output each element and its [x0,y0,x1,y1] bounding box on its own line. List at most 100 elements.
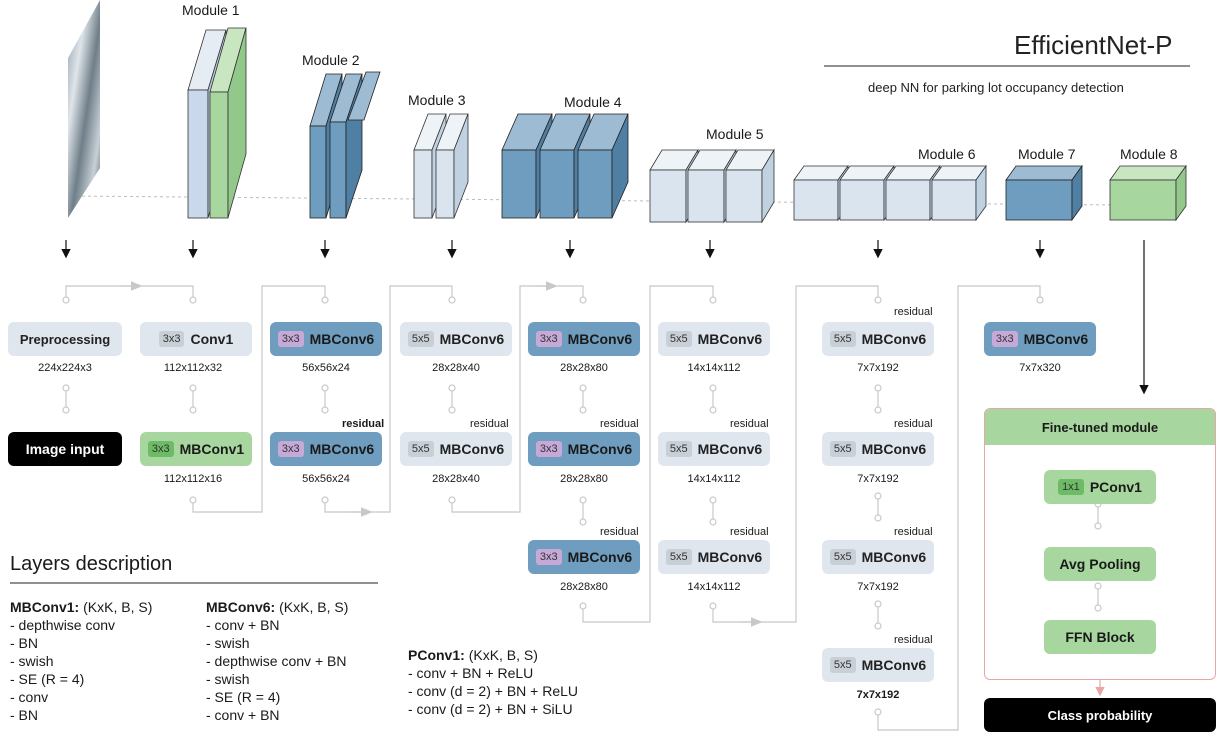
m5b-residual: residual [730,418,769,430]
kernel-badge: 3x3 [277,441,304,457]
image-input-block: Image input [8,432,122,466]
mbconv6-desc-name: MBConv6: [206,599,276,615]
m6a-residual: residual [894,306,933,318]
kernel-badge: 3x3 [535,549,562,565]
m6c-label: MBConv6 [861,549,927,565]
m5a-dim: 14x14x112 [687,362,741,374]
kernel-badge: 5x5 [665,441,692,457]
module-label-4: Module 4 [564,94,622,110]
m6d-label: MBConv6 [861,657,927,673]
m6c-block: 5x5 MBConv6 [822,540,934,574]
m5c-label: MBConv6 [697,549,763,565]
class-probability-block: Class probability [984,698,1216,732]
m2a-dim: 56x56x24 [302,362,350,374]
m4c-residual: residual [600,526,639,538]
desc-item: - conv (d = 2) + BN + ReLU [408,683,579,699]
m6c-dim: 7x7x192 [857,581,899,593]
m5c-dim: 14x14x112 [687,581,741,593]
m6a-label: MBConv6 [861,331,927,347]
desc-item: - swish [206,635,250,651]
kernel-badge: 1x1 [1058,479,1084,495]
layers-description-heading: Layers description [10,553,173,575]
m4a-label: MBConv6 [567,331,633,347]
m4b-dim: 28x28x80 [560,473,608,485]
m6c-residual: residual [894,526,933,538]
page-subtitle: deep NN for parking lot occupancy detect… [868,80,1124,95]
conv1-label: Conv1 [190,331,234,347]
m7-label: MBConv6 [1023,331,1089,347]
m5b-dim: 14x14x112 [687,473,741,485]
ffn-block: FFN Block [1044,620,1156,654]
m7-block: 3x3 MBConv6 [984,322,1096,356]
m6b-block: 5x5 MBConv6 [822,432,934,466]
ffn-label: FFN Block [1065,629,1135,645]
m6b-label: MBConv6 [861,441,927,457]
page-title: EfficientNet-P [1014,30,1173,60]
desc-item: - swish [206,671,250,687]
desc-item: - SE (R = 4) [10,671,85,687]
kernel-badge: 3x3 [535,441,562,457]
mbconv1-desc-params: (KxK, B, S) [83,599,153,615]
module-label-2: Module 2 [302,52,360,68]
desc-item: - SE (R = 4) [206,689,281,705]
kernel-badge: 3x3 [991,331,1018,347]
m3b-label: MBConv6 [439,441,505,457]
mbconv1-desc-name: MBConv1: [10,599,80,615]
desc-item: - BN [10,635,38,651]
m6d-residual: residual [894,634,933,646]
module-label-1: Module 1 [182,2,240,18]
input-image-thumbnail [68,0,100,218]
kernel-badge: 5x5 [829,441,856,457]
module-label-5: Module 5 [706,126,764,142]
desc-item: - depthwise conv + BN [206,653,347,669]
kernel-badge: 5x5 [665,549,692,565]
desc-item: - depthwise conv [10,617,116,633]
m4b-block: 3x3 MBConv6 [528,432,640,466]
mbconv1-block: 3x3 MBConv1 [140,432,252,466]
preprocessing-block: Preprocessing [8,322,122,356]
m5a-label: MBConv6 [697,331,763,347]
m2b-dim: 56x56x24 [302,473,350,485]
m5b-label: MBConv6 [697,441,763,457]
finetuned-title: Fine-tuned module [985,409,1215,445]
m6d-dim: 7x7x192 [856,689,900,701]
kernel-badge: 3x3 [147,441,174,457]
kernel-badge: 5x5 [829,549,856,565]
mbconv1-dim: 112x112x16 [163,473,223,485]
desc-item: - conv + BN [206,617,280,633]
m2b-label: MBConv6 [309,441,375,457]
desc-item: - swish [10,653,54,669]
desc-item: - conv + BN [206,707,280,723]
mbconv6-description: MBConv6: (KxK, B, S) - conv + BN - swish… [206,598,348,724]
m3b-dim: 28x28x40 [432,473,480,485]
m4c-label: MBConv6 [567,549,633,565]
m2b-residual: residual [342,418,385,430]
kernel-badge: 5x5 [407,441,434,457]
pconv1-desc-name: PConv1: [408,647,465,663]
kernel-badge: 5x5 [829,657,856,673]
image-input-label: Image input [25,441,105,457]
preprocessing-dim: 224x224x3 [38,362,92,374]
m4a-dim: 28x28x80 [560,362,608,374]
desc-item: - conv (d = 2) + BN + SiLU [408,701,573,717]
m3b-block: 5x5 MBConv6 [400,432,512,466]
module-label-6: Module 6 [918,146,976,162]
module-label-8: Module 8 [1120,146,1178,162]
mbconv1-description: MBConv1: (KxK, B, S) - depthwise conv - … [10,598,152,724]
m7-dim: 7x7x320 [1019,362,1061,374]
mbconv6-desc-params: (KxK, B, S) [279,599,349,615]
m6d-block: 5x5 MBConv6 [822,648,934,682]
mbconv1-label: MBConv1 [179,441,245,457]
m2a-label: MBConv6 [309,331,375,347]
module-label-3: Module 3 [408,92,466,108]
m4b-label: MBConv6 [567,441,633,457]
class-probability-label: Class probability [1047,707,1153,723]
m3b-residual: residual [470,418,509,430]
m4b-residual: residual [600,418,639,430]
